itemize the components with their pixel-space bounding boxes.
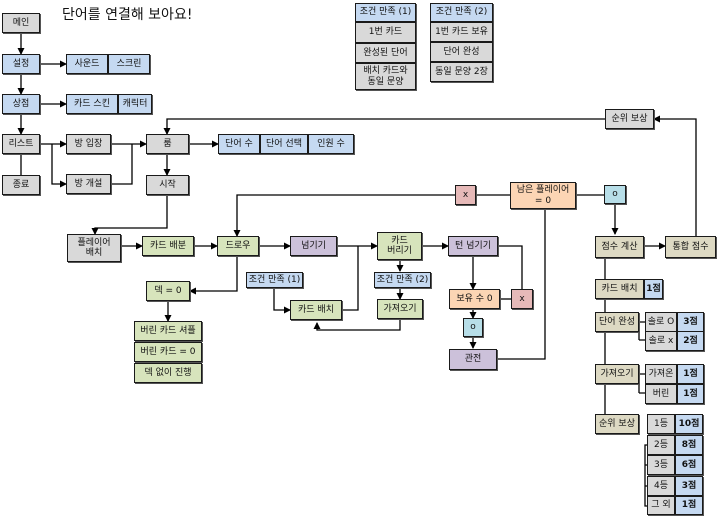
- room-node: 룸: [146, 134, 189, 154]
- solo-x-label: 솔로 x: [645, 331, 677, 351]
- solo-x-value: 2점: [677, 331, 704, 351]
- join-room-node: 방 입장: [66, 134, 111, 154]
- settings-node: 설정: [2, 54, 40, 74]
- line-word-solo: [638, 321, 645, 341]
- word-select-node: 단어 선택: [260, 134, 308, 154]
- arrow-total-rank: [653, 115, 697, 236]
- legend-1-row: 완성된 단어: [355, 43, 416, 63]
- score-calc-node: 점수 계산: [595, 236, 644, 258]
- screen-node: 스크린: [108, 54, 150, 74]
- start-node: 시작: [146, 175, 189, 195]
- legend-1-row: 1번 카드: [355, 22, 416, 43]
- card-skin-node: 카드 스킨: [66, 94, 118, 114]
- remaining-o-node: o: [604, 185, 626, 204]
- rank-reward-label: 순위 보상: [595, 414, 639, 434]
- turn-pass-node: 턴 넘기기: [448, 236, 498, 256]
- hold-o-node: o: [463, 318, 483, 337]
- rank-label: 2등: [647, 435, 675, 455]
- legend-2-row: 동일 문양 2장: [430, 62, 493, 82]
- shop-node: 상점: [2, 94, 40, 114]
- rank-value: 6점: [675, 455, 703, 475]
- taken-label: 가져온: [645, 364, 677, 384]
- take-node: 가져오기: [377, 299, 423, 319]
- discard-zero-node: 버린 카드 = 0: [134, 342, 202, 362]
- player-place-node: 플레이어 배치: [67, 234, 121, 262]
- create-room-node: 방 개설: [66, 174, 111, 194]
- exit-node: 종료: [2, 175, 40, 195]
- arrow-x-draw: [233, 194, 455, 237]
- rank-reward-top-node: 순위 보상: [605, 109, 654, 129]
- discarded-value: 1점: [677, 384, 704, 404]
- solo-o-value: 3점: [677, 312, 704, 332]
- line-take-sub: [638, 373, 645, 394]
- draw-node: 드로우: [217, 236, 259, 256]
- players-node: 인원 수: [308, 134, 354, 154]
- arrow-list-create: [51, 144, 67, 188]
- legend-2-header: 조건 만족 (2): [430, 3, 493, 22]
- arrow-rank-room: [163, 118, 605, 135]
- condition-2-tag: 조건 만족 (2): [374, 272, 431, 288]
- arrow-cond1-place: [273, 288, 291, 314]
- remaining-players-node: 남은 플레이어 = 0: [510, 182, 576, 209]
- rank-label: 3등: [647, 455, 675, 475]
- line-create-room: [111, 144, 133, 185]
- rank-value: 8점: [675, 435, 703, 455]
- deck-zero-node: 덱 = 0: [146, 281, 190, 301]
- discarded-label: 버린: [645, 384, 677, 404]
- arrow-take-place: [313, 319, 401, 331]
- line-x-turn: [498, 245, 523, 289]
- rank-label: 그 외: [647, 496, 675, 515]
- page-title: 단어를 연결해 보아요!: [62, 7, 193, 23]
- discard-shuffle-node: 버린 카드 셔플: [134, 321, 202, 341]
- rank-label: 1등: [647, 414, 675, 434]
- line-spectate-remaining: [497, 208, 546, 360]
- card-place-score-label: 카드 배치: [595, 279, 644, 299]
- deal-node: 카드 배분: [142, 236, 194, 256]
- rank-value: 10점: [675, 414, 703, 434]
- condition-1-tag: 조건 만족 (1): [246, 272, 303, 288]
- character-node: 캐릭터: [118, 94, 152, 114]
- legend-2-row: 1번 카드 보유: [430, 22, 493, 42]
- legend-1-header: 조건 만족 (1): [355, 3, 416, 22]
- solo-o-label: 솔로 O: [645, 312, 677, 332]
- spectate-node: 관전: [449, 349, 497, 370]
- card-place-score-value: 1점: [644, 279, 663, 299]
- taken-value: 1점: [677, 364, 704, 384]
- no-deck-node: 덱 없이 진행: [134, 363, 202, 383]
- line-pass-place: [342, 246, 359, 311]
- hold-zero-node: 보유 수 0: [449, 289, 500, 309]
- hold-x-node: x: [511, 289, 533, 309]
- word-complete-label: 단어 완성: [595, 312, 639, 332]
- rank-value: 3점: [675, 476, 703, 496]
- place-card-node: 카드 배치: [290, 300, 342, 320]
- main-node: 메인: [2, 13, 40, 33]
- take-score-label: 가져오기: [595, 364, 639, 384]
- rank-label: 4등: [647, 476, 675, 496]
- arrow-start-player: [91, 194, 168, 235]
- total-score-node: 통합 점수: [665, 236, 716, 258]
- sound-node: 사운드: [66, 54, 108, 74]
- pass-node: 넘기기: [290, 236, 337, 256]
- discard-node: 카드 버리기: [377, 232, 422, 260]
- remaining-x-node: x: [455, 185, 476, 205]
- legend-1-row: 배치 카드와 동일 문양: [355, 63, 416, 90]
- rank-value: 1점: [675, 496, 703, 515]
- legend-2-row: 단어 완성: [430, 42, 493, 62]
- list-node: 리스트: [2, 134, 40, 154]
- word-count-node: 단어 수: [218, 134, 260, 154]
- arrow-draw-deck: [189, 256, 238, 295]
